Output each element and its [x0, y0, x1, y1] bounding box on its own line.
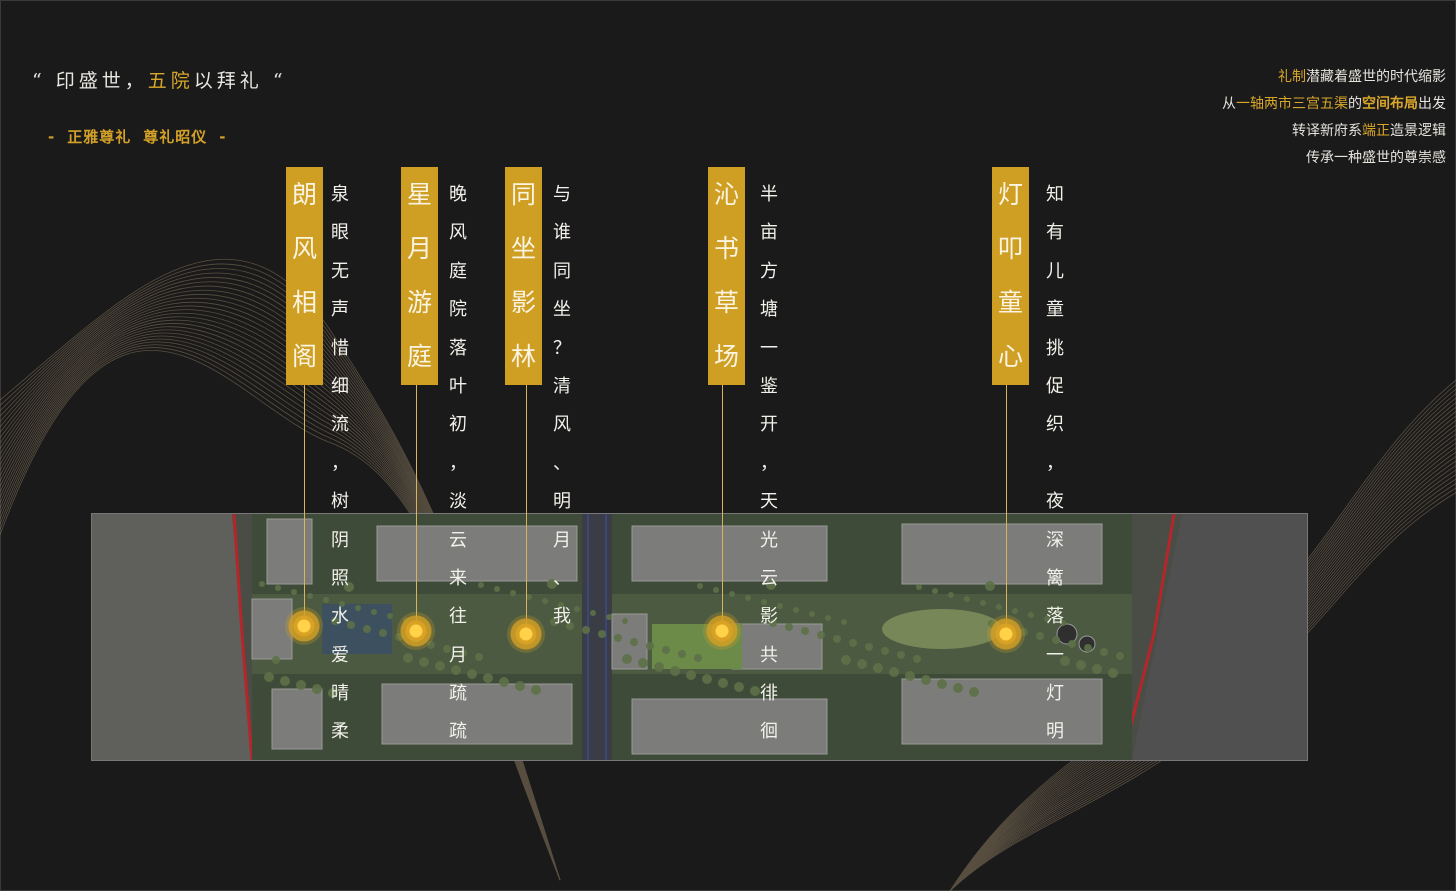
- courtyard-poem: 泉眼无声惜细流，树阴照水爱晴柔: [331, 184, 349, 743]
- page-subtitle: -正雅尊礼尊礼昭仪-: [48, 128, 227, 146]
- location-marker[interactable]: [507, 615, 545, 653]
- leader-line: [722, 385, 723, 631]
- courtyard-name-tag: 同坐影林: [505, 167, 542, 385]
- leader-line: [304, 385, 305, 626]
- leader-line: [416, 385, 417, 631]
- title-highlight: 五院: [147, 70, 194, 92]
- intro-line-2: 从一轴两市三宫五渠的空间布局出发: [1222, 96, 1446, 112]
- courtyard-poem: 与谁同坐？清风、明月、我: [553, 184, 571, 628]
- courtyard-name-tag: 朗风相阁: [286, 167, 323, 385]
- location-marker[interactable]: [397, 612, 435, 650]
- page-title: “ 印盛世，五院以拜礼 “: [32, 70, 287, 92]
- courtyard-name-tag: 沁书草场: [708, 167, 745, 385]
- courtyard-name-tag: 灯叩童心: [992, 167, 1029, 385]
- leader-line: [526, 385, 527, 634]
- location-marker[interactable]: [285, 607, 323, 645]
- courtyard-name-tag: 星月游庭: [401, 167, 438, 385]
- courtyard-poem: 晚风庭院落叶初，淡云来往月疏疏: [449, 184, 467, 743]
- intro-line-1: 礼制潜藏着盛世的时代缩影: [1278, 69, 1446, 85]
- courtyard-poem: 知有儿童挑促织，夜深篱落一灯明: [1046, 184, 1064, 743]
- courtyard-poem: 半亩方塘一鉴开，天光云影共徘徊: [760, 184, 778, 743]
- location-marker[interactable]: [703, 612, 741, 650]
- intro-line-4: 传承一种盛世的尊崇感: [1306, 150, 1446, 166]
- intro-line-3: 转译新府系端正造景逻辑: [1292, 123, 1446, 139]
- site-plan-drawing: [92, 514, 1307, 760]
- site-plan: [91, 513, 1308, 761]
- intro-text: 礼制潜藏着盛世的时代缩影 从一轴两市三宫五渠的空间布局出发 转译新府系端正造景逻…: [1222, 64, 1446, 172]
- location-marker[interactable]: [987, 615, 1025, 653]
- leader-line: [1006, 385, 1007, 634]
